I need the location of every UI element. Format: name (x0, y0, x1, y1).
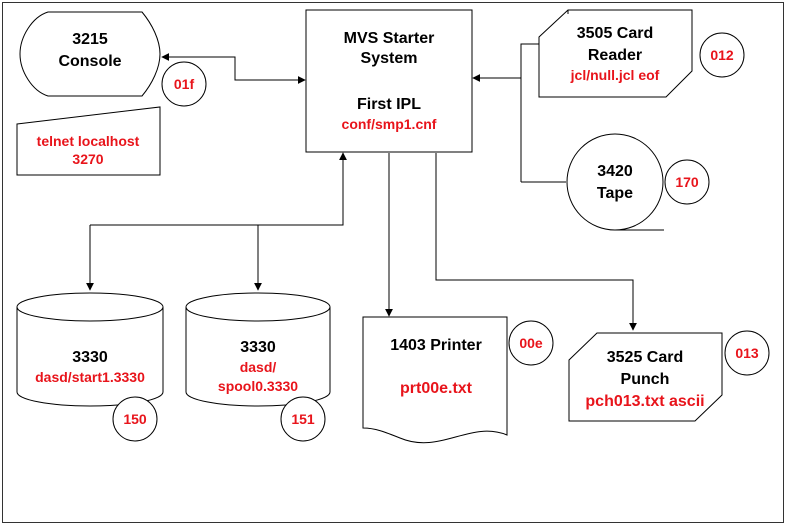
printer-device: 1403 Printer prt00e.txt 00e (362, 316, 554, 444)
disk1-model: 3330 (72, 349, 108, 366)
disk-bus-connector (90, 152, 347, 226)
disk1-address-badge (112, 396, 158, 442)
starter-config-file: conf/smp1.cnf (342, 116, 437, 132)
starter-system-box: MVS Starter System First IPL conf/smp1.c… (305, 9, 473, 153)
disk2-device: 3330 dasd/ spool0.3330 151 (185, 292, 331, 442)
punch-address: 013 (735, 345, 759, 361)
reader-address: 012 (710, 47, 734, 63)
console-model: 3215 (72, 31, 108, 48)
punch-connector (435, 153, 637, 331)
tape-name: Tape (597, 185, 633, 202)
console-address: 01f (174, 76, 195, 92)
disk2-body (185, 307, 331, 407)
terminal-command: telnet localhost (37, 133, 140, 149)
reader-connector (472, 43, 539, 82)
starter-system-rect (305, 9, 473, 153)
disk1-file: dasd/start1.3330 (35, 369, 145, 385)
card-reader-device: 3505 Card Reader jcl/null.jcl eof 012 (538, 9, 745, 98)
console-device: 3215 Console 01f (19, 11, 207, 107)
console-connector (161, 53, 306, 84)
printer-name: 1403 Printer (390, 337, 482, 354)
disk2-address-badge (280, 396, 326, 442)
disk1-device: 3330 dasd/start1.3330 150 (16, 292, 164, 442)
starter-title-line2: System (361, 50, 418, 67)
console-address-badge (161, 61, 207, 107)
printer-address: 00e (519, 335, 543, 351)
printer-file: prt00e.txt (400, 380, 473, 397)
disk1-top (16, 292, 164, 322)
tape-model: 3420 (597, 163, 633, 180)
terminal-port: 3270 (72, 151, 103, 167)
reader-file: jcl/null.jcl eof (570, 67, 660, 83)
terminal-shape (16, 106, 161, 176)
console-name: Console (58, 53, 121, 70)
tape-device: 3420 Tape 170 (566, 133, 710, 231)
tape-reel (566, 133, 664, 231)
card-punch-device: 3525 Card Punch pch013.txt ascii 013 (568, 330, 770, 422)
telnet-terminal: telnet localhost 3270 (16, 106, 161, 176)
punch-shape (568, 332, 723, 422)
reader-address-badge (699, 32, 745, 78)
reader-title-line2: Reader (588, 47, 642, 64)
disk2-model: 3330 (240, 339, 276, 356)
printer-shape (362, 316, 508, 444)
connectors (86, 43, 637, 331)
printer-address-badge (508, 320, 554, 366)
console-shape (19, 11, 161, 97)
starter-ipl-label: First IPL (357, 96, 421, 113)
starter-title-line1: MVS Starter (344, 30, 435, 47)
tape-address-badge (664, 159, 710, 205)
disk2-top (185, 292, 331, 322)
punch-title-line1: 3525 Card (607, 349, 684, 366)
reader-title-line1: 3505 Card (577, 25, 654, 42)
disk1-address: 150 (123, 411, 147, 427)
disk2-address: 151 (291, 411, 315, 427)
punch-address-badge (724, 330, 770, 376)
punch-file: pch013.txt ascii (585, 393, 704, 410)
disk2-file-line1: dasd/ (240, 359, 277, 375)
punch-title-line2: Punch (621, 371, 670, 388)
disk2-file-line2: spool0.3330 (218, 378, 298, 394)
disk1-body (16, 307, 164, 407)
tape-address: 170 (675, 174, 699, 190)
